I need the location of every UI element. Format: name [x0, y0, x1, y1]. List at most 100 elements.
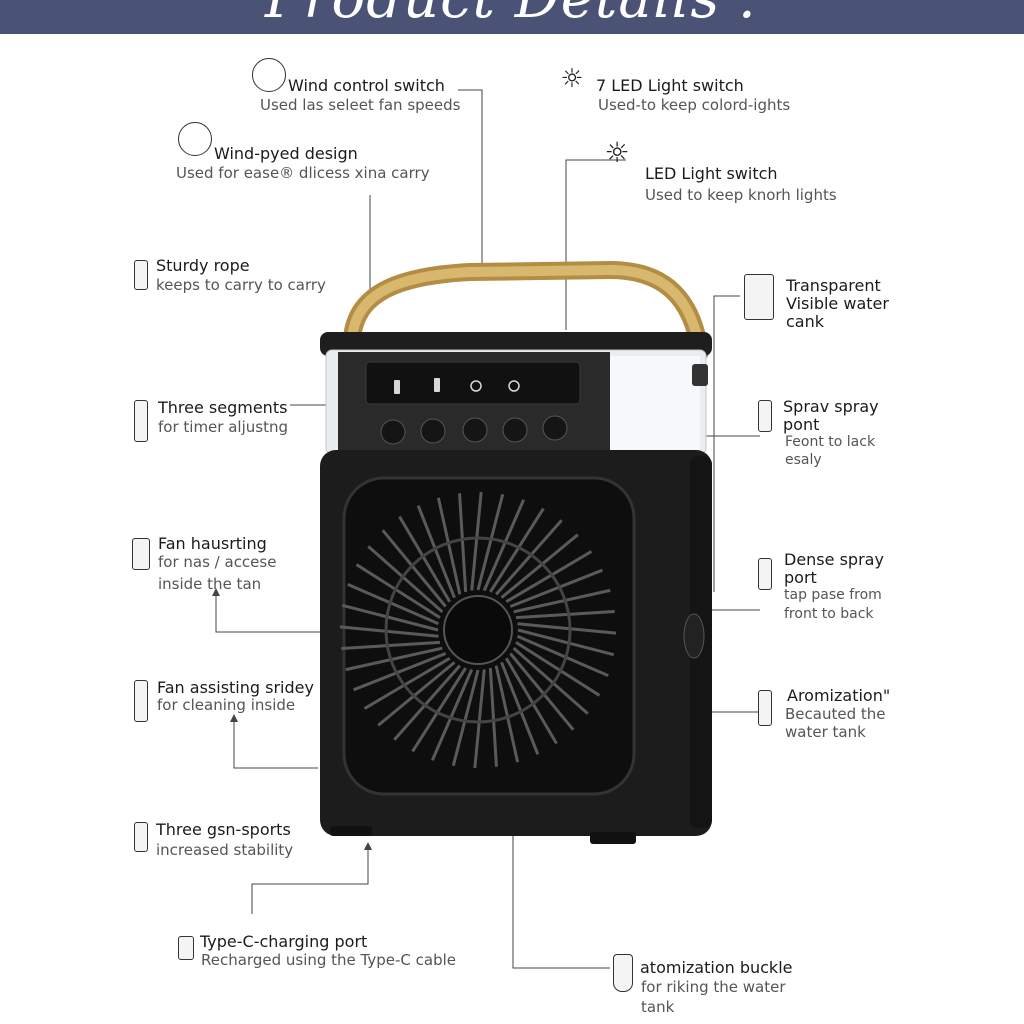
control-panel — [365, 361, 581, 405]
buckle-icon — [613, 954, 633, 992]
feet-icon — [134, 822, 148, 852]
fan-blade — [513, 588, 611, 614]
fan-blade — [458, 493, 468, 593]
fan-blade — [504, 657, 558, 745]
callout-title: Sprav spray — [783, 397, 879, 416]
callout-title: Fan assisting sridey — [157, 678, 314, 697]
fan-blade — [500, 533, 579, 599]
tank-icon — [744, 274, 774, 320]
callout-desc: Used las seleet fan speeds — [260, 96, 461, 114]
callout-title: Three gsn-sports — [156, 820, 291, 839]
fan-blade — [500, 661, 540, 755]
callout-title: Type-C-charging port — [200, 932, 368, 951]
callout-desc: tank — [641, 998, 675, 1016]
fan-blade — [355, 563, 441, 619]
callout-title: port — [784, 568, 817, 587]
callout-desc: esaly — [785, 452, 822, 468]
callout-title: cank — [786, 312, 825, 331]
fan-blade — [451, 669, 480, 767]
side-port — [683, 613, 705, 659]
rope-icon — [134, 260, 148, 290]
spray-icon — [758, 400, 772, 432]
fan-blade — [393, 664, 461, 741]
page-title: Product Details : — [0, 0, 1024, 31]
callout-title: Wind-pyed design — [214, 144, 358, 163]
callout-title: atomization buckle — [640, 958, 793, 977]
fan-blade — [482, 499, 526, 592]
fan-blade — [515, 641, 601, 697]
callout-desc: Becauted the — [785, 705, 886, 723]
slide-icon — [134, 680, 148, 722]
fan-blade — [416, 505, 456, 599]
fan-blade — [470, 491, 483, 591]
fan-blade — [516, 634, 609, 678]
usb-icon — [178, 936, 194, 960]
fan-hub — [443, 595, 513, 665]
callout-title: Wind control switch — [288, 76, 445, 95]
fan-blade — [517, 628, 615, 657]
fan-blade — [505, 550, 593, 604]
header-banner: Product Details : — [0, 0, 1024, 34]
callout-desc: for riking the water — [641, 978, 786, 996]
fan-blade — [363, 656, 451, 710]
callout-desc: increased stability — [156, 841, 294, 859]
dial-icon — [252, 58, 286, 92]
fan-blade — [430, 668, 474, 761]
fan-blade — [381, 529, 447, 608]
callout-title: Three segments — [158, 398, 288, 417]
callout-desc: tap pase from — [784, 587, 882, 603]
callout-desc: Feont to lack — [785, 434, 876, 450]
fan-blade — [353, 652, 447, 692]
callout-title: 7 LED Light switch — [596, 76, 744, 95]
callout-title: Dense spray — [784, 550, 884, 569]
fan-blade — [339, 625, 439, 638]
callout-desc: water tank — [785, 723, 866, 741]
callout-desc: for nas / accese — [158, 553, 277, 571]
fan-blade — [509, 568, 603, 608]
fan-blade — [367, 545, 444, 613]
carry-icon — [178, 122, 212, 156]
callout-desc: Used-to keep colord-ights — [598, 96, 791, 114]
control-buttons — [380, 415, 568, 445]
callout-desc: for timer aljustng — [158, 418, 288, 436]
callout-title: Sturdy rope — [156, 256, 250, 275]
aroma-icon — [758, 690, 772, 726]
fan-blade — [398, 515, 452, 603]
fan-blade — [512, 647, 589, 715]
fan-blade — [509, 652, 575, 731]
fan-blade — [489, 507, 545, 593]
callout-desc: front to back — [784, 606, 874, 622]
callout-desc: Used to keep knorh lights — [645, 186, 837, 204]
fan-blade — [341, 640, 441, 650]
sun-icon: ☼ — [604, 136, 630, 169]
fan-blade — [515, 610, 615, 620]
dense-spray-icon — [758, 558, 772, 590]
callout-title: LED Light switch — [645, 164, 778, 183]
housing-icon — [132, 538, 150, 570]
callout-title: Visible water — [786, 294, 889, 313]
fan-blade — [377, 661, 456, 727]
callout-desc: Used for ease® dlicess xina carry — [176, 164, 430, 182]
fan-blade — [347, 582, 440, 626]
fan-blade — [495, 519, 563, 596]
callout-title: Aromization" — [787, 686, 891, 705]
fan-blade — [341, 603, 439, 632]
callout-desc: inside the tan — [158, 575, 262, 593]
fan-blade — [517, 622, 617, 635]
callout-title: Fan hausrting — [158, 534, 267, 553]
fan-blade — [411, 667, 467, 753]
fan-blade — [488, 667, 498, 767]
fan-blade — [436, 497, 462, 595]
fan-blade — [473, 669, 486, 769]
bulb-icon: ☼ — [560, 64, 584, 94]
callout-desc: for cleaning inside — [157, 696, 296, 714]
fan-blade — [345, 646, 443, 672]
fan-blade — [476, 493, 505, 591]
callout-desc: keeps to carry to carry — [156, 276, 326, 294]
timer-icon — [134, 400, 148, 442]
fan-blade — [494, 665, 520, 763]
callout-title: pont — [783, 415, 820, 434]
callout-title: Transparent — [786, 276, 881, 295]
callout-desc: Recharged using the Type-C cable — [201, 951, 456, 969]
